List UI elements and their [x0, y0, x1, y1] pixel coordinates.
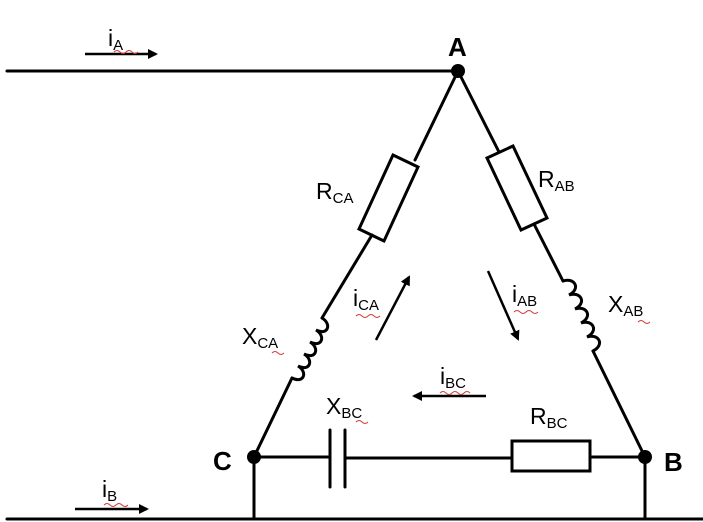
wire-rab-to-xab — [532, 222, 565, 283]
resistor-rca — [357, 152, 420, 244]
label-r-ca: RCA — [316, 178, 353, 207]
label-i-bc: iBC — [440, 363, 466, 392]
node-b-dot — [638, 450, 652, 464]
arrow-i-ab — [486, 270, 520, 341]
label-x-bc: XBC — [326, 393, 362, 422]
inductor-xab — [561, 278, 602, 353]
label-x-ca: XCA — [242, 323, 278, 352]
label-i-b: iB — [102, 476, 117, 505]
label-i-ab: iAB — [512, 281, 537, 310]
label-x-ab: XAB — [608, 291, 643, 320]
wire-a-to-rab — [456, 69, 501, 154]
wire-xca-to-c — [252, 376, 294, 459]
node-a-dot — [451, 64, 465, 78]
wire-xab-to-b — [591, 349, 647, 459]
resistor-rab — [484, 144, 550, 232]
node-b-label: B — [664, 447, 683, 477]
wire-rca-to-xca — [320, 233, 374, 320]
label-i-ca: iCA — [353, 285, 379, 314]
node-a-label: A — [448, 32, 467, 62]
wire-a-to-rca — [413, 69, 460, 162]
capacitor-xbc — [328, 428, 347, 489]
label-r-ab: RAB — [538, 166, 575, 195]
inductor-xca — [290, 316, 330, 381]
label-i-a: iA — [108, 25, 123, 54]
label-r-bc: RBC — [530, 403, 568, 432]
node-c-dot — [247, 450, 261, 464]
resistor-rbc — [510, 439, 592, 473]
node-c-label: C — [213, 446, 232, 476]
arrow-i-ca — [374, 275, 411, 341]
